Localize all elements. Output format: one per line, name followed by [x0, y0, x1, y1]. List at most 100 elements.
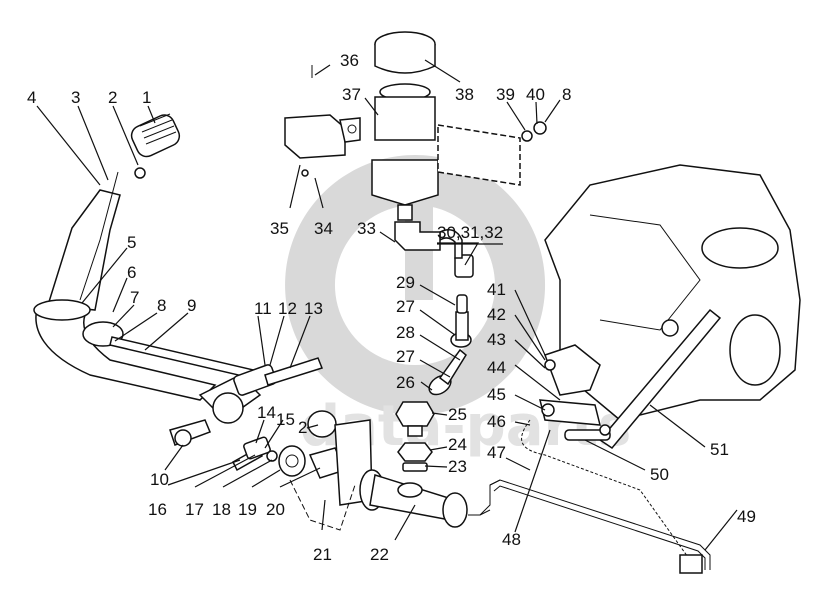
outlet-line-b	[479, 509, 491, 516]
outlet-line	[468, 479, 501, 516]
callout-1: 1	[142, 88, 151, 107]
callout-26: 26	[396, 373, 415, 392]
callout-3: 3	[71, 88, 80, 107]
callout-39: 39	[496, 85, 515, 104]
callout-21: 21	[313, 545, 332, 564]
callout-6: 6	[127, 263, 136, 282]
boot-hole	[285, 454, 299, 468]
boot	[278, 445, 306, 477]
reservoir-lower	[371, 159, 439, 206]
group-bracket-21	[289, 479, 356, 531]
callout-38: 38	[455, 85, 474, 104]
callout-42: 42	[487, 305, 506, 324]
callout-11: 11	[254, 299, 272, 318]
slave-mount	[544, 344, 601, 396]
pedal-pin-cap	[174, 429, 192, 447]
slave-cylinder	[539, 344, 611, 441]
callout-50: 50	[650, 465, 669, 484]
nut	[397, 442, 433, 462]
pressure-line	[489, 479, 711, 570]
cylinder-end	[442, 492, 468, 528]
callout-19: 19	[238, 500, 257, 519]
reservoir-elbow	[394, 221, 441, 251]
callout-48: 48	[502, 530, 521, 549]
bracket-tab	[339, 117, 361, 143]
mount-nut	[533, 121, 547, 135]
callout-43: 43	[487, 330, 506, 349]
pedal-pivot	[212, 392, 244, 424]
callout-20: 20	[266, 500, 285, 519]
callout-37: 37	[342, 85, 361, 104]
callout-25: 25	[448, 405, 467, 424]
callout-8: 8	[157, 296, 166, 315]
line-connector	[679, 554, 703, 574]
adjuster-nut	[599, 424, 611, 436]
clevis-nut	[266, 450, 278, 462]
hose-fitting	[455, 311, 469, 341]
callout-51: 51	[710, 440, 729, 459]
washer	[402, 462, 428, 472]
callout-labels: 1 2 3 4 5 6 7 8 9 10 11 12 13 14 15 2 16…	[27, 51, 756, 564]
callout-34: 34	[314, 219, 333, 238]
bracket-bushing	[307, 410, 337, 438]
pedal-pad	[130, 114, 181, 158]
master-cylinder	[359, 469, 501, 528]
callout-5: 5	[127, 233, 136, 252]
watermark-circle	[285, 155, 546, 416]
callout-2: 2	[108, 88, 117, 107]
bellhousing-opening	[701, 227, 779, 269]
callout-46: 46	[487, 412, 506, 431]
slave-bolt	[544, 359, 556, 371]
union-stem	[407, 425, 423, 437]
callout-18: 18	[212, 500, 231, 519]
callout-7: 7	[130, 288, 139, 307]
pedal-pad-ribs	[139, 113, 177, 145]
callout-40: 40	[526, 85, 545, 104]
callout-17: 17	[185, 500, 204, 519]
mount-plate	[437, 124, 521, 186]
callout-22: 22	[370, 545, 389, 564]
reservoir-outlet	[397, 204, 413, 221]
union-nut	[395, 401, 435, 427]
reservoir-bracket	[284, 65, 547, 186]
callout-27b: 27	[396, 297, 415, 316]
callout-9: 9	[187, 296, 196, 315]
callout-8b: 8	[562, 85, 571, 104]
callout-35: 35	[270, 219, 289, 238]
clutch-pedal	[33, 113, 277, 447]
release-fork	[598, 308, 722, 449]
fluid-reservoir	[371, 31, 441, 251]
bracket-screw	[301, 169, 309, 177]
hose-elbow	[439, 229, 463, 259]
return-spring	[264, 357, 323, 386]
hose-clamp	[454, 254, 474, 278]
pedal-arm	[47, 189, 121, 311]
reservoir-upper	[374, 96, 436, 141]
callout-24: 24	[448, 435, 467, 454]
callout-23: 23	[448, 457, 467, 476]
callout-41: 41	[487, 280, 506, 299]
callout-30-31-32: 30,31,32	[437, 223, 503, 242]
callout-12: 12	[278, 299, 297, 318]
callout-47: 47	[487, 443, 506, 462]
bellhousing-bore	[729, 314, 781, 386]
callout-10: 10	[150, 470, 169, 489]
fittings-stack	[395, 229, 474, 472]
slave-pushrod	[564, 429, 611, 441]
callout-14: 14	[257, 403, 276, 422]
pedal-bushing	[33, 299, 91, 321]
cylinder-port	[397, 482, 423, 498]
mount-washer	[521, 130, 533, 142]
pedal-rod	[79, 171, 119, 301]
callout-36: 36	[340, 51, 359, 70]
callout-45: 45	[487, 385, 506, 404]
callout-15: 15	[276, 410, 295, 429]
callout-4: 4	[27, 88, 36, 107]
hose-nipple	[456, 294, 468, 314]
bleeder	[541, 403, 555, 417]
callout-28: 28	[396, 323, 415, 342]
bellhousing-boss	[661, 319, 679, 337]
hydraulic-lines	[489, 419, 711, 574]
reservoir-cap	[374, 44, 436, 74]
